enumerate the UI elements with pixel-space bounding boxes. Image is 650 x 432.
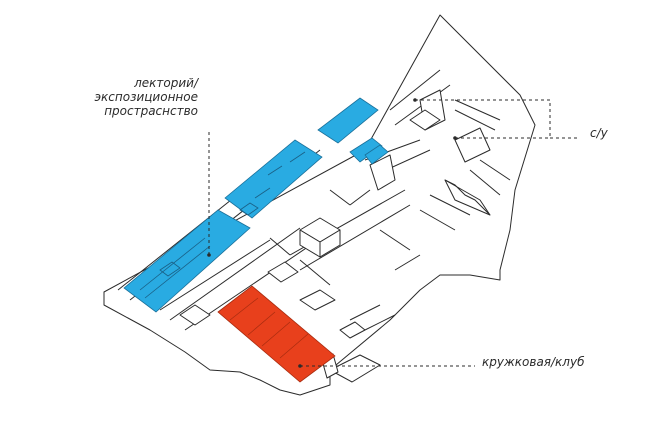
stair (444, 179, 491, 216)
leader-lines (208, 99, 580, 367)
label-lecture: лекторий/ экспозиционное простраснство (80, 76, 198, 118)
room-block (267, 261, 299, 283)
room-block (329, 354, 381, 383)
lecture-zone-middle (224, 139, 323, 219)
club-zone (217, 285, 336, 383)
room-block (179, 304, 211, 326)
lecture-zone-upper (317, 97, 379, 144)
leader-dot (207, 253, 211, 257)
lecture-zone-main (123, 209, 251, 313)
room-block (299, 289, 336, 311)
label-lecture-line2: экспозиционное (94, 90, 198, 104)
lecture-zone-small-2 (364, 144, 389, 165)
room-block (369, 154, 396, 191)
leader-dot (413, 98, 417, 102)
leader-dot (453, 136, 457, 140)
label-lecture-line1: лекторий/ (134, 76, 198, 90)
leader-dots (207, 98, 457, 368)
leader-dot (298, 364, 302, 368)
lecture-zone-small-1 (349, 137, 383, 163)
room-block (409, 109, 441, 131)
leader-wc (415, 99, 580, 139)
room-block (339, 321, 366, 339)
room-block (299, 229, 321, 258)
club-furniture (229, 297, 309, 359)
room-block (454, 127, 491, 163)
label-wc: с/у (590, 126, 608, 140)
lecture-furniture (139, 151, 306, 299)
label-club: кружковая/клуб (482, 355, 585, 369)
lecture-zone (123, 97, 389, 313)
label-lecture-line3: простраснство (104, 104, 198, 118)
